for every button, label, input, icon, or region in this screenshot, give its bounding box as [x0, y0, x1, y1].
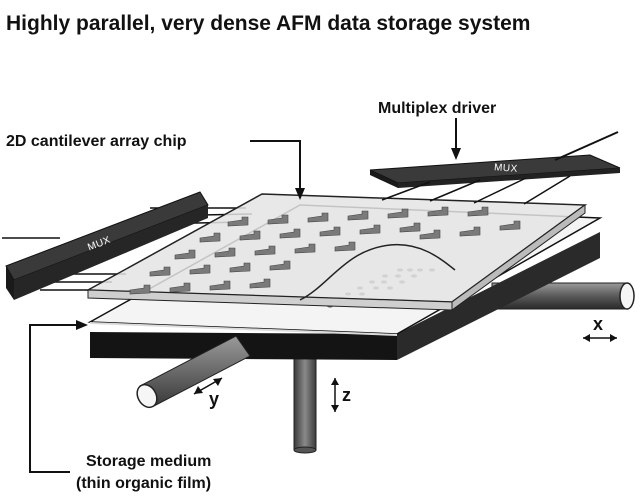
left-mux-block: MUX — [5, 191, 209, 300]
label-multiplex-driver: Multiplex driver — [378, 100, 496, 117]
y-axis-indicator: y — [193, 377, 223, 409]
y-actuator-rod — [136, 335, 251, 409]
top-mux-label: MUX — [494, 162, 518, 175]
top-mux-wires — [381, 175, 571, 205]
x-axis-indicator: x — [583, 314, 617, 342]
cantilever-array-chip — [85, 193, 588, 311]
z-actuator-rod — [293, 351, 317, 454]
arrow-storage-medium — [29, 320, 88, 473]
label-cantilever-chip: 2D cantilever array chip — [6, 133, 187, 150]
axis-z-label: z — [342, 385, 351, 405]
label-storage-medium-sub: (thin organic film) — [76, 475, 211, 492]
diagram-title: Highly parallel, very dense AFM data sto… — [6, 12, 530, 35]
top-mux-block: MUX — [369, 131, 621, 188]
arrow-cantilever-chip — [250, 140, 305, 200]
axis-y-label: y — [209, 389, 219, 409]
axis-x-label: x — [593, 314, 603, 334]
arrow-multiplex-driver — [451, 118, 461, 160]
cantilevers — [129, 206, 521, 295]
z-axis-indicator: z — [331, 378, 351, 412]
label-storage-medium: Storage medium — [86, 453, 211, 470]
